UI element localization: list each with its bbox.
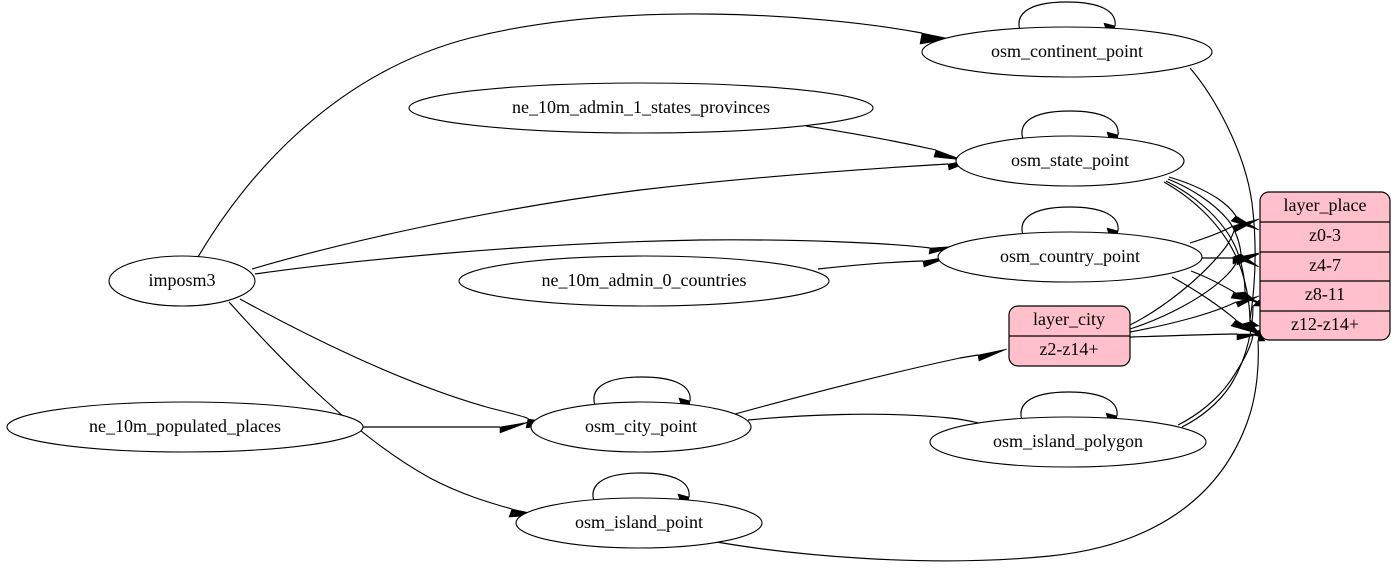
node-osm-island-polygon-label: osm_island_polygon xyxy=(993,431,1143,451)
node-ne-10m-admin-0-countries[interactable]: ne_10m_admin_0_countries xyxy=(458,255,830,307)
node-osm-island-polygon[interactable]: osm_island_polygon xyxy=(929,416,1207,468)
node-layer-city[interactable]: layer_city z2-z14+ xyxy=(1008,305,1131,367)
edge-imposm3-to-osm-continent-point xyxy=(197,13,952,258)
node-ne-10m-populated-places-label: ne_10m_populated_places xyxy=(89,416,281,436)
edge-ne-states-to-osm-state-point xyxy=(805,125,964,161)
edge-osm-continent-point-to-layer-place-z12 xyxy=(1189,67,1260,328)
node-ne-10m-populated-places[interactable]: ne_10m_populated_places xyxy=(6,401,364,453)
table-node-layer: osm_continent_point osm_state_point osm_… xyxy=(515,26,1213,549)
node-layer-place-row-z4-7: z4-7 xyxy=(1309,255,1341,275)
node-osm-continent-point-label: osm_continent_point xyxy=(991,41,1143,61)
node-layer-place-header: layer_place xyxy=(1284,195,1367,215)
node-osm-country-point-label: osm_country_point xyxy=(1000,246,1140,266)
node-layer-place[interactable]: layer_place z0-3 z4-7 z8-11 z12-z14+ xyxy=(1259,191,1391,341)
node-osm-state-point[interactable]: osm_state_point xyxy=(955,135,1185,187)
node-ne-10m-admin-1-states-provinces[interactable]: ne_10m_admin_1_states_provinces xyxy=(408,82,874,134)
edge-layer-city-to-layer-place-z0-3 xyxy=(1129,218,1260,326)
edge-osm-island-polygon-to-layer-place-z12 xyxy=(1177,329,1262,426)
edge-layer-city-to-layer-place-z12 xyxy=(1129,333,1260,341)
node-osm-island-point-label: osm_island_point xyxy=(575,512,703,532)
node-layer-place-row-z0-3: z0-3 xyxy=(1309,225,1341,245)
node-osm-island-point[interactable]: osm_island_point xyxy=(515,497,763,549)
source-node-layer: imposm3 ne_10m_admin_1_states_provinces … xyxy=(6,82,874,453)
node-imposm3-label: imposm3 xyxy=(148,270,215,290)
edge-layer-city-to-layer-place-z4-7 xyxy=(1129,253,1260,330)
node-ne-10m-admin-1-states-provinces-label: ne_10m_admin_1_states_provinces xyxy=(512,97,770,117)
node-ne-10m-admin-0-countries-label: ne_10m_admin_0_countries xyxy=(542,270,747,290)
node-osm-city-point-label: osm_city_point xyxy=(585,416,697,436)
edge-ne-populated-to-osm-city-point xyxy=(363,421,530,434)
node-imposm3[interactable]: imposm3 xyxy=(108,255,256,307)
edge-ne-countries-to-osm-country-point xyxy=(817,255,953,270)
node-osm-city-point[interactable]: osm_city_point xyxy=(530,401,752,453)
layer-node-layer: layer_city z2-z14+ layer_place z0-3 z4-7… xyxy=(1008,191,1391,367)
node-osm-country-point[interactable]: osm_country_point xyxy=(937,231,1203,283)
edge-layer-city-to-layer-place-z8-11 xyxy=(1129,295,1260,333)
edge-osm-state-point-to-layer-place-z8-11 xyxy=(1165,180,1260,305)
edge-osm-city-point-to-layer-city xyxy=(734,348,1008,415)
node-layer-place-row-z8-11: z8-11 xyxy=(1305,284,1345,304)
node-layer-city-row-z2-z14: z2-z14+ xyxy=(1039,339,1098,359)
node-layer-city-header: layer_city xyxy=(1033,309,1105,329)
node-osm-state-point-label: osm_state_point xyxy=(1011,150,1129,170)
node-layer-place-row-z12-z14: z12-z14+ xyxy=(1291,314,1359,334)
edge-osm-country-point-to-layer-place-z12 xyxy=(1171,276,1260,335)
edge-imposm3-to-osm-state-point xyxy=(251,158,978,270)
node-osm-continent-point[interactable]: osm_continent_point xyxy=(921,26,1213,78)
